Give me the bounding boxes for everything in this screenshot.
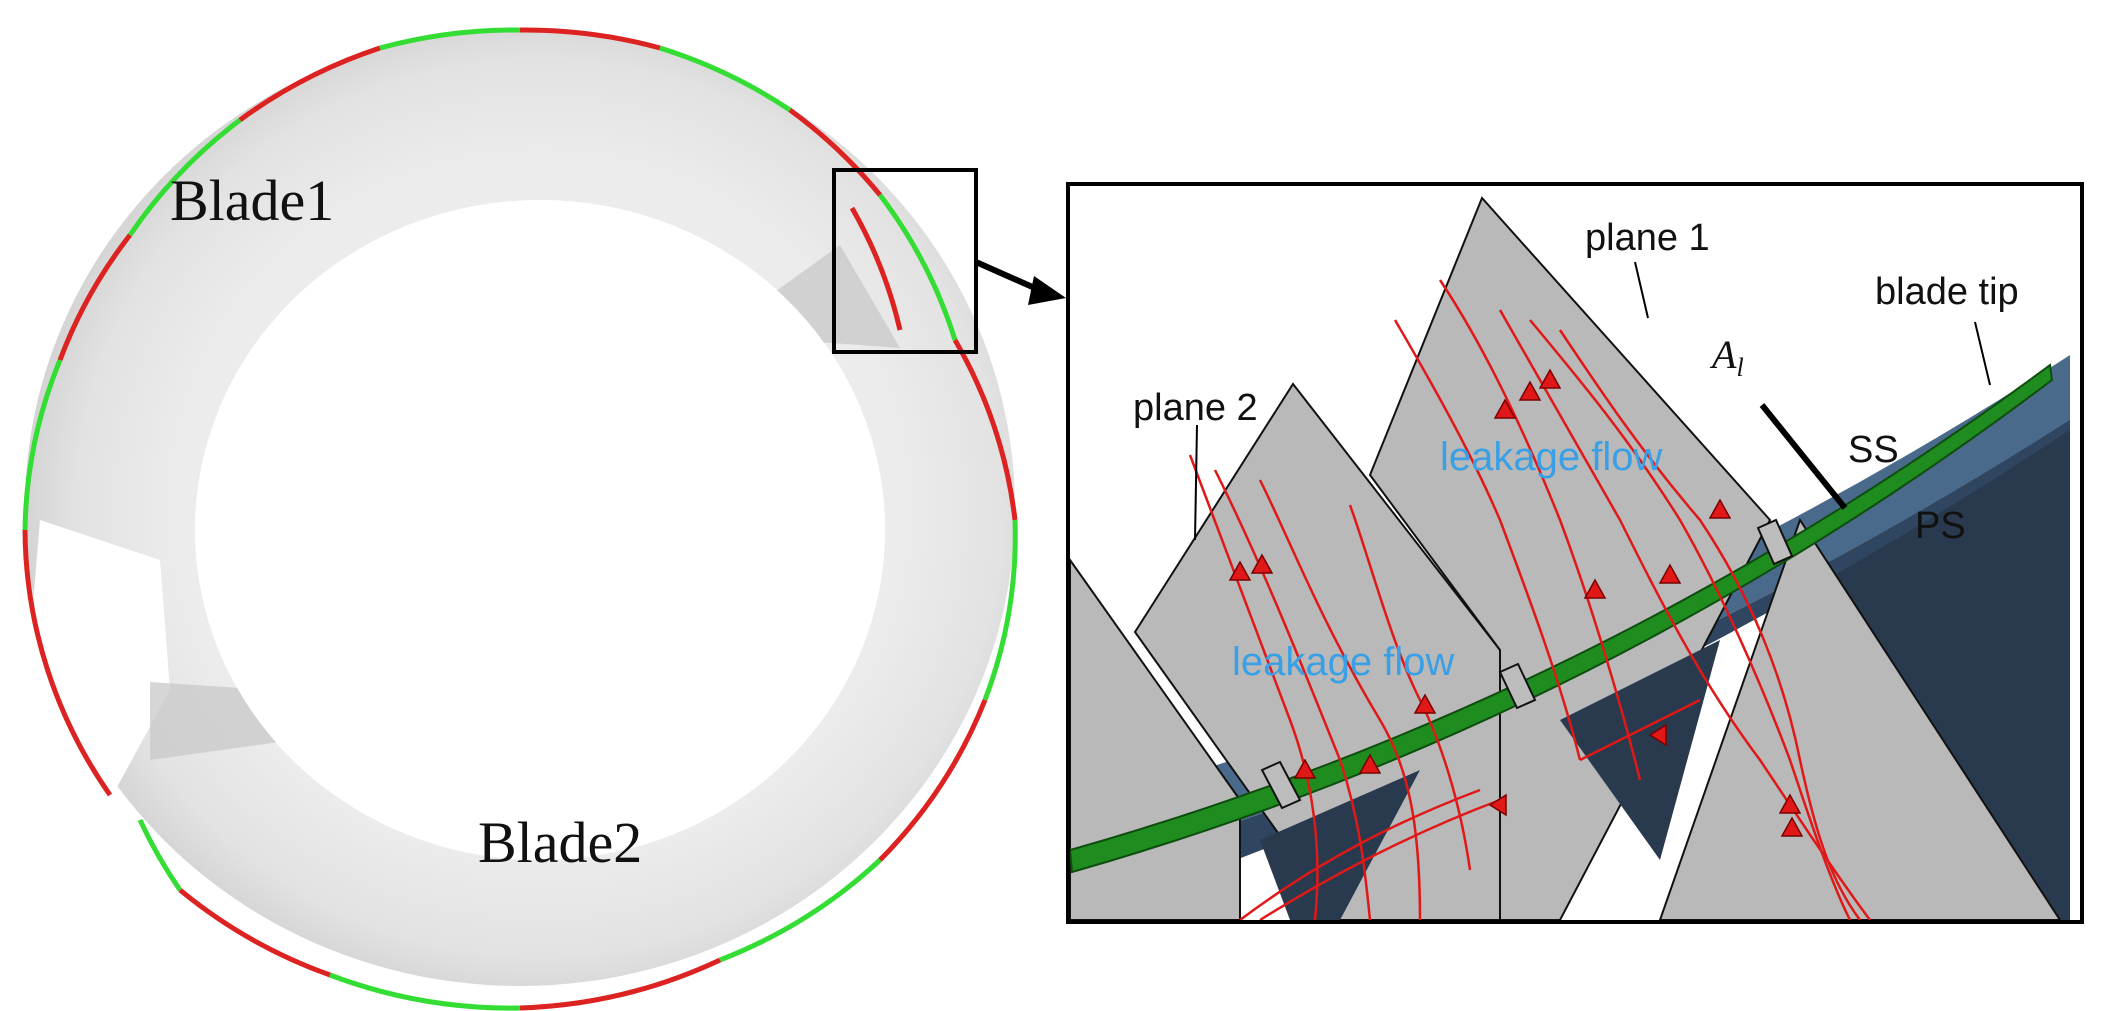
detail-frame [1066, 182, 2084, 924]
plane2-leader [1194, 424, 1198, 541]
ss-label: SS [1848, 429, 1899, 471]
inner-hub [195, 200, 885, 860]
al-pointer [1759, 403, 1848, 510]
detail-view: plane 1 plane 2 blade tip Al SS PS leaka… [1066, 182, 2084, 924]
streamline-arrows [1228, 368, 1804, 837]
ring-cutaway [25, 520, 170, 800]
annulus-ring [24, 30, 1015, 987]
blade-tip-strip [1070, 363, 2054, 874]
al-main: A [1709, 332, 1737, 377]
zoom-arrow-head [1028, 276, 1066, 305]
rim-edge [22, 27, 1018, 1011]
al-subscript: l [1736, 353, 1743, 382]
plane1-leader [1634, 261, 1649, 319]
blade-tip-leader [1974, 321, 1991, 386]
leakage-flow-lower: leakage flow [1232, 640, 1454, 684]
zoom-box [832, 168, 978, 354]
blade-tip-label: blade tip [1875, 271, 2019, 313]
streamlines [1188, 279, 1872, 920]
blade2-label: Blade2 [478, 810, 642, 875]
ps-label: PS [1915, 505, 1966, 547]
gap-markers [1260, 518, 1794, 810]
ring-view: Blade1 Blade2 [22, 27, 1066, 1011]
plane-right [1658, 517, 2062, 920]
slot-face-1 [1260, 770, 1420, 920]
plane2-label: plane 2 [1133, 387, 1258, 429]
al-label: Al [1709, 332, 1744, 382]
plane1-label: plane 1 [1585, 217, 1710, 259]
blade1-label: Blade1 [170, 168, 334, 233]
slot-face-2 [1560, 640, 1720, 860]
plane-1 [1368, 196, 1772, 920]
leakage-flow-upper: leakage flow [1440, 435, 1662, 479]
